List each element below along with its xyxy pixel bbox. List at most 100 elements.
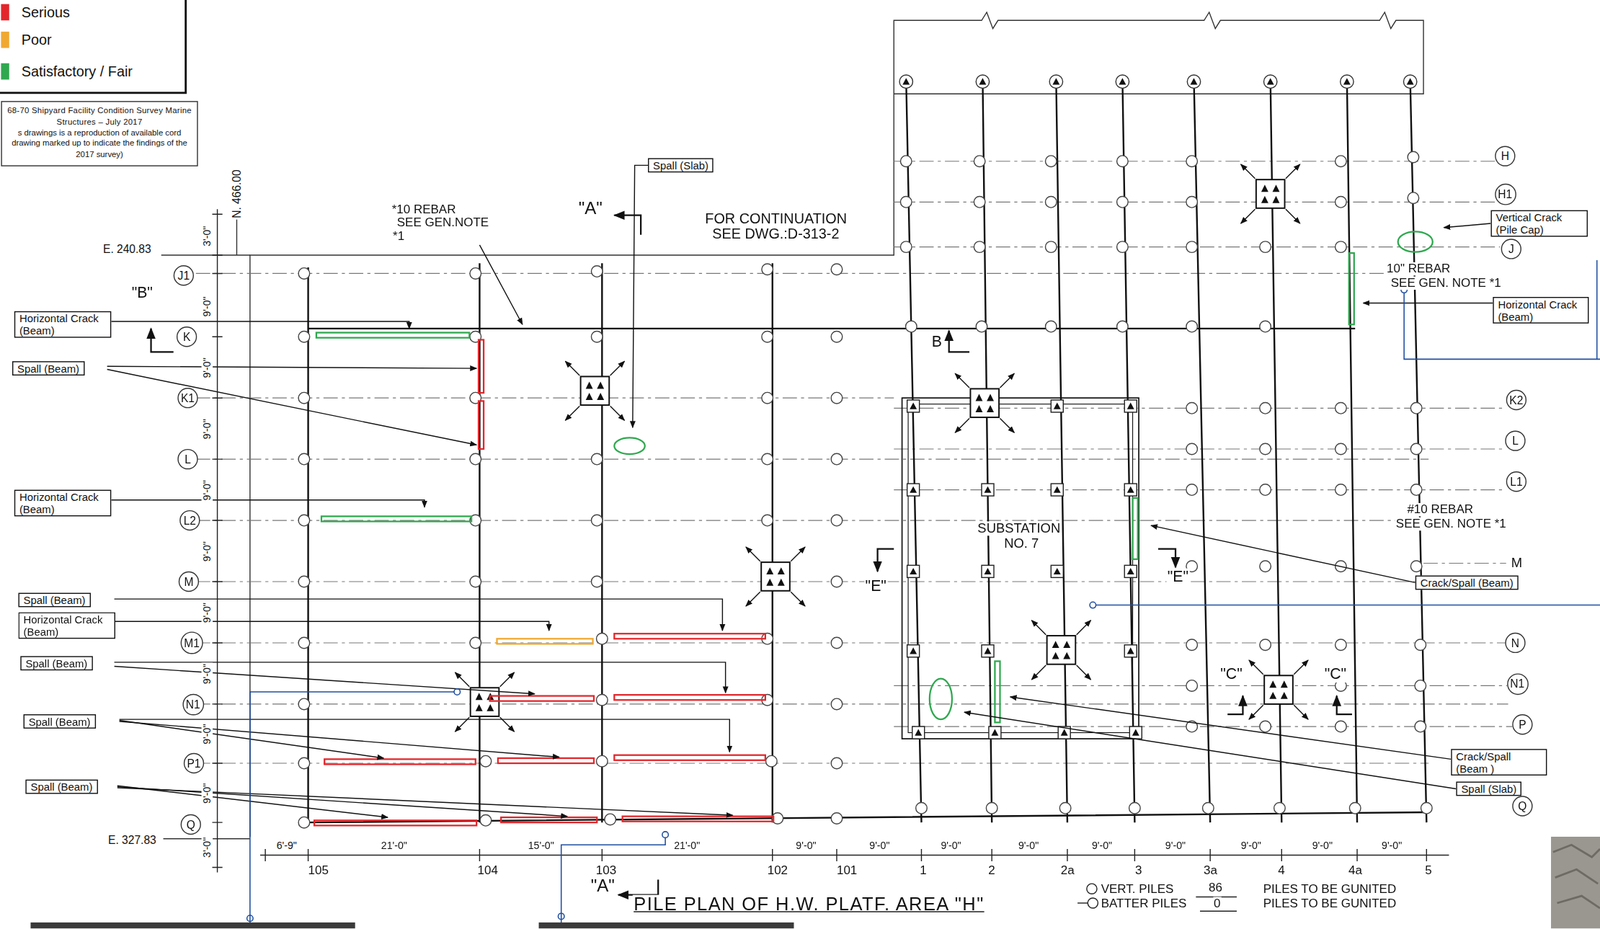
grid-bubble: K2: [1506, 389, 1527, 411]
pile-symbol: [596, 694, 609, 706]
pile-symbol: [1124, 645, 1137, 658]
defect-callout: Crack/Spall (Beam): [1415, 575, 1519, 591]
drawing-annotation: PILES TO BE GUNITED: [1261, 882, 1397, 897]
drawing-annotation: 9'-0": [1017, 839, 1040, 852]
pile-symbol: [981, 565, 994, 578]
pile-symbol: [761, 514, 774, 527]
callout-text: Horizontal Crack (Beam): [23, 613, 104, 638]
pile-symbol: [298, 74, 1433, 829]
pile-symbol: [590, 575, 603, 588]
pile-symbol: [1259, 484, 1272, 496]
grid-line: [196, 161, 1513, 764]
drawing-annotation: SEE DWG.:D-313-2: [711, 226, 841, 243]
pile-symbol: [469, 637, 482, 649]
pile-symbol: [1410, 484, 1422, 496]
drawing-annotation: 4a: [1347, 863, 1364, 878]
pile-symbol: [298, 268, 310, 280]
callout-text: Horizontal Crack (Beam): [19, 312, 99, 337]
defect-callout: Spall (Beam): [20, 655, 93, 671]
pile-symbol: [596, 755, 609, 767]
drawing-annotation: E. 327.83: [107, 833, 158, 847]
drawing-annotation: 21'-0": [379, 839, 408, 852]
defect-mark: [614, 694, 766, 700]
pile-symbol: [1045, 196, 1058, 209]
grid-label: P: [1518, 718, 1526, 731]
note-text: s drawings is a reproduction of availabl…: [5, 128, 194, 162]
pile-symbol: [1259, 560, 1272, 573]
dimension-text: 3'-0": [201, 224, 214, 248]
drawing-annotation: 15'-0": [526, 839, 555, 852]
grid-label: M1: [183, 637, 200, 649]
legend-swatch: [0, 63, 9, 80]
pile-symbol: [1124, 565, 1137, 578]
drawing-annotation: "E": [864, 577, 888, 594]
pile-symbol: [1049, 74, 1063, 88]
leader-line: [114, 621, 550, 631]
defect-mark: [498, 758, 594, 764]
drawing-annotation: B: [930, 333, 943, 351]
beam-line: [902, 397, 1139, 739]
drawing-annotation: 105: [307, 863, 330, 878]
photo-thumbnail: [30, 836, 1600, 929]
drawing-annotation: #10 REBAR: [1406, 503, 1474, 517]
pile-symbol: [590, 453, 603, 465]
leader-line: [479, 245, 522, 325]
pile-symbol: [1124, 400, 1137, 413]
pile-symbol: [1335, 241, 1348, 253]
pile-symbol: [1335, 196, 1348, 209]
drawing-annotation: 101: [836, 863, 859, 878]
pile-symbol: [469, 453, 482, 465]
pile-symbol: [1186, 484, 1198, 496]
drawing-annotation: *1: [392, 229, 406, 244]
pile-legend-symbol: [1195, 897, 1237, 912]
pile-symbol: [1186, 196, 1198, 209]
dimension-line: [211, 209, 222, 873]
drawing-annotation: 9'-0": [1239, 839, 1262, 852]
drawing-annotation: 102: [766, 863, 789, 878]
drawing-annotation: 9'-0": [1163, 839, 1187, 852]
dimension-text: 9'-0": [201, 417, 214, 440]
leader-line: [107, 366, 478, 369]
pile-symbol: [1050, 565, 1064, 578]
leader-line: [107, 369, 478, 446]
legend-swatch: [0, 4, 9, 21]
grid-bubble: P1: [183, 753, 204, 774]
pile-symbol: [1407, 192, 1420, 204]
drawing-annotation: 0: [1212, 896, 1222, 911]
pile-symbol: [1186, 402, 1198, 415]
grid-bubble: J: [1501, 238, 1522, 259]
drawing-annotation: 4: [1277, 863, 1286, 878]
photo-link-line: [1596, 260, 1598, 359]
leader-line: [1010, 696, 1452, 759]
pile-symbol: [298, 637, 310, 649]
pile-symbol: [1186, 155, 1198, 168]
pile-symbol: [1186, 639, 1198, 651]
pile-symbol: [1186, 241, 1198, 253]
defect-mark: [1398, 231, 1433, 252]
pile-symbol: [912, 726, 925, 739]
pile-symbol: [973, 241, 986, 253]
defect-mark: [614, 437, 645, 455]
drawing-annotation: E. 240.83: [102, 242, 153, 256]
defect-mark: [478, 339, 484, 393]
pile-symbol: [469, 268, 482, 280]
defect-mark: [929, 678, 953, 720]
pile-symbol: [480, 755, 492, 767]
grid-label: N1: [185, 698, 201, 710]
callout-text: Spall (Slab): [1460, 782, 1517, 795]
callout-text: Spall (Beam): [28, 714, 91, 728]
pile-symbol: [1259, 443, 1272, 455]
grid-bubble: L2: [179, 510, 200, 531]
pile-symbol: [830, 392, 843, 404]
pile-symbol: [900, 196, 912, 209]
pile-symbol: [1050, 483, 1064, 496]
drawing-title: PILE PLAN OF H.W. PLATF. AREA "H": [632, 895, 986, 916]
pile-symbol: [916, 802, 928, 815]
defect-mark: [1349, 252, 1355, 325]
defect-mark: [314, 820, 477, 826]
callout-text: Spall (Beam): [30, 780, 93, 793]
pile-symbol: [298, 453, 310, 465]
grid-bubble: J1: [173, 265, 194, 286]
pile-symbol: [907, 565, 920, 578]
